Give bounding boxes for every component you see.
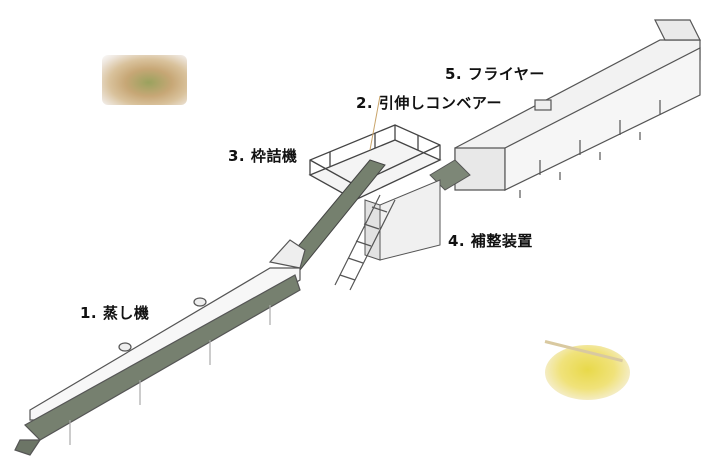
noodle-cup-photo — [545, 345, 630, 400]
label-steamer: 1. 蒸し機 — [80, 304, 150, 322]
access-stairs — [334, 194, 396, 291]
raw-noodle-photo — [102, 55, 187, 105]
label-fryer: 5. フライヤー — [445, 65, 545, 83]
label-frame-filler: 3. 枠詰機 — [228, 147, 298, 165]
fryer-machine — [454, 19, 701, 198]
label-adjuster: 4. 補整装置 — [448, 232, 533, 250]
label-stretch-conveyor: 2. 引伸しコンベアー — [356, 94, 502, 112]
steamer-machine — [14, 239, 306, 456]
adjuster-unit — [364, 179, 441, 261]
